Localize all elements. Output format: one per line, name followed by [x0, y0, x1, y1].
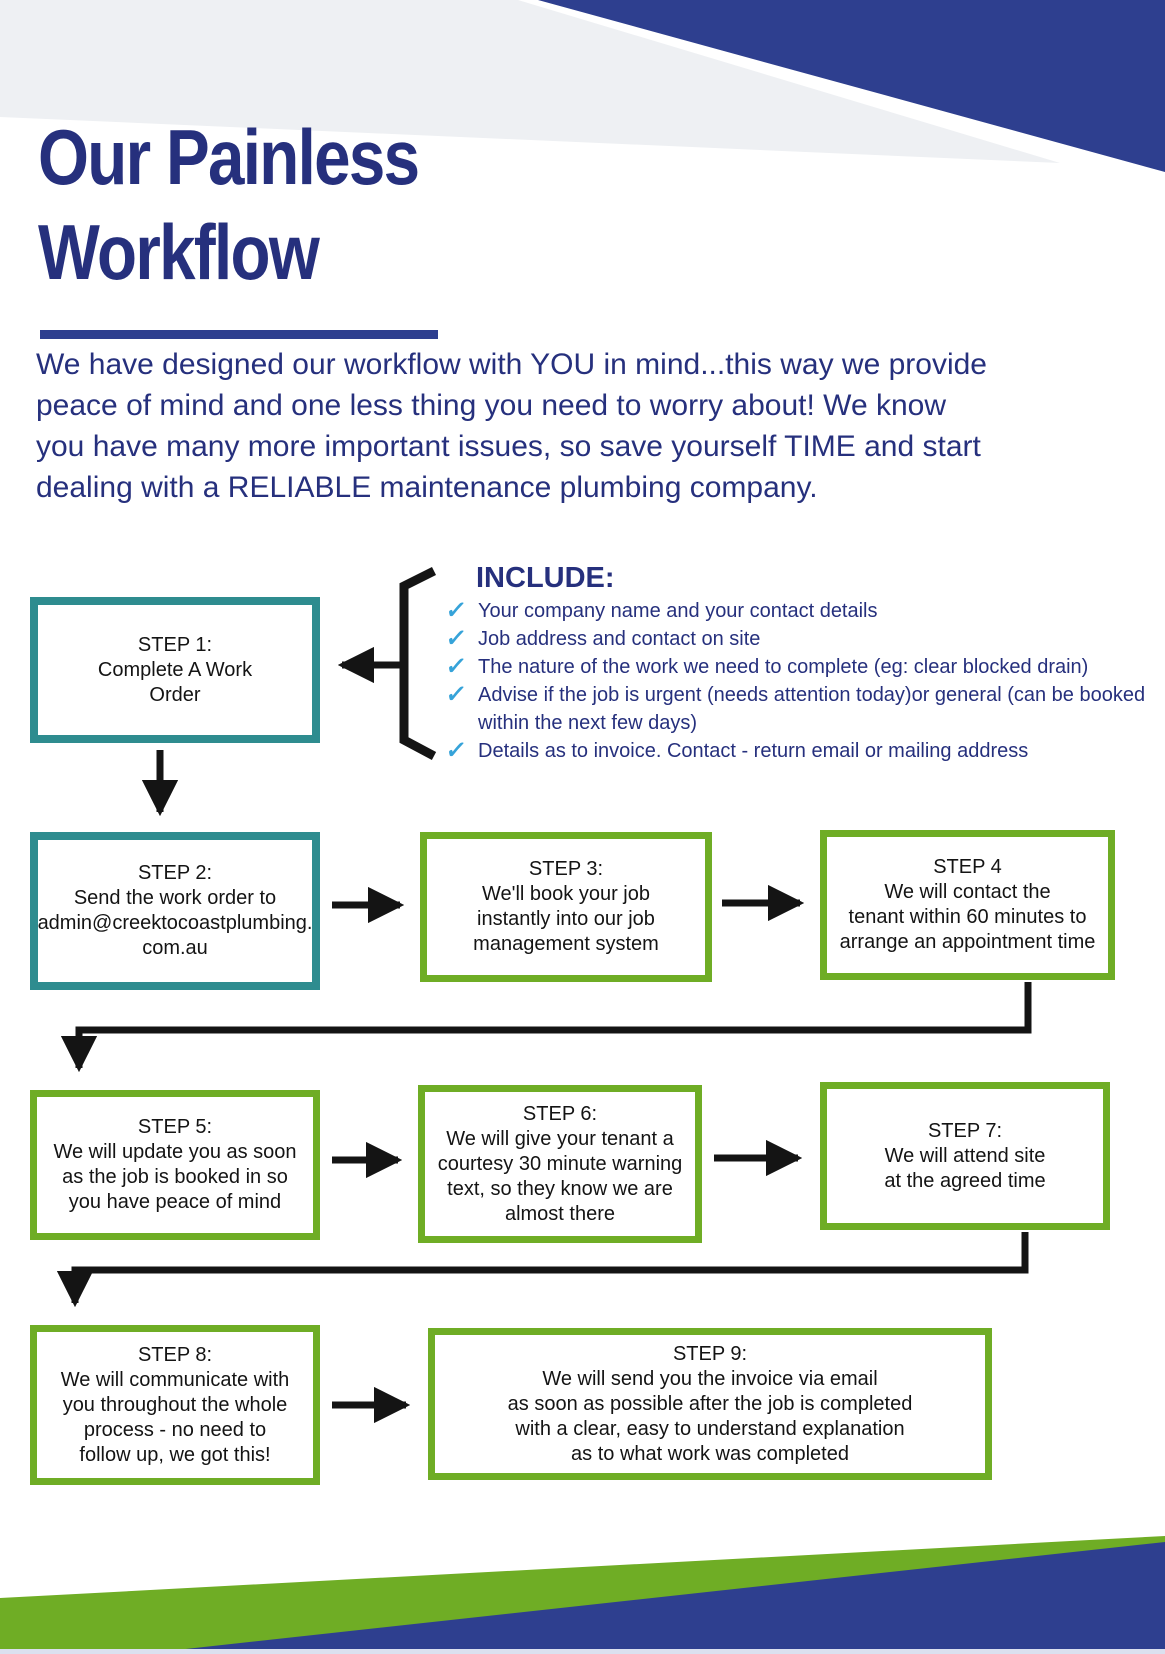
- step-text: STEP 3: We'll book your job instantly in…: [473, 858, 659, 955]
- include-item-text: Your company name and your contact detai…: [478, 600, 878, 622]
- step-text: STEP 8: We will communicate with you thr…: [60, 1343, 290, 1466]
- arrow-step7-to-step8: [56, 1232, 1029, 1308]
- step-box-4: STEP 4 We will contact the tenant within…: [820, 830, 1115, 980]
- check-icon: ✓: [444, 737, 469, 764]
- include-heading: INCLUDE:: [476, 562, 615, 594]
- include-item-text: Details as to invoice. Contact - return …: [478, 740, 1029, 762]
- step-text: STEP 2: Send the work order to admin@cre…: [37, 862, 313, 959]
- check-icon: ✓: [444, 597, 469, 624]
- step-box-7: STEP 7: We will attend site at the agree…: [820, 1082, 1110, 1230]
- include-item: ✓ Job address and contact on site: [444, 625, 1146, 653]
- step-text: STEP 1: Complete A Work Order: [97, 633, 253, 706]
- arrow-step4-to-step5: [60, 982, 1032, 1073]
- step-box-3: STEP 3: We'll book your job instantly in…: [420, 832, 712, 982]
- check-icon: ✓: [444, 625, 469, 652]
- include-item: ✓ Your company name and your contact det…: [444, 597, 1146, 625]
- step-text: STEP 9: We will send you the invoice via…: [507, 1342, 913, 1465]
- include-item: ✓ The nature of the work we need to comp…: [444, 653, 1146, 681]
- step-text: STEP 7: We will attend site at the agree…: [884, 1119, 1046, 1192]
- page-title: Our Painless Workflow: [38, 113, 420, 297]
- step-box-9: STEP 9: We will send you the invoice via…: [428, 1328, 992, 1480]
- intro-paragraph: We have designed our workflow with YOU i…: [36, 348, 987, 504]
- check-icon: ✓: [444, 681, 469, 708]
- include-item: ✓ Details as to invoice. Contact - retur…: [444, 737, 1146, 765]
- top-left-gray-band: [0, 0, 1060, 163]
- include-bracket: [399, 566, 437, 760]
- step-box-1: STEP 1: Complete A Work Order: [30, 597, 320, 743]
- step-box-5: STEP 5: We will update you as soon as th…: [30, 1090, 320, 1240]
- bottom-navy-band: [140, 1542, 1165, 1654]
- include-item-text: Advise if the job is urgent (needs atten…: [478, 684, 1146, 734]
- step-box-2: STEP 2: Send the work order to admin@cre…: [30, 832, 320, 990]
- step-text: STEP 6: We will give your tenant a court…: [437, 1102, 683, 1225]
- check-icon: ✓: [444, 653, 469, 680]
- include-item-text: The nature of the work we need to comple…: [478, 656, 1089, 678]
- include-item: ✓ Advise if the job is urgent (needs att…: [444, 681, 1146, 737]
- title-underline: [40, 330, 438, 339]
- include-item-text: Job address and contact on site: [478, 628, 761, 650]
- bottom-edge-strip: [0, 1649, 1165, 1654]
- top-right-navy-band: [538, 0, 1165, 172]
- step-text: STEP 5: We will update you as soon as th…: [53, 1116, 297, 1213]
- step-box-8: STEP 8: We will communicate with you thr…: [30, 1325, 320, 1485]
- step-text: STEP 4 We will contact the tenant within…: [839, 856, 1096, 953]
- include-list: ✓ Your company name and your contact det…: [444, 597, 1146, 765]
- step-box-6: STEP 6: We will give your tenant a court…: [418, 1085, 702, 1243]
